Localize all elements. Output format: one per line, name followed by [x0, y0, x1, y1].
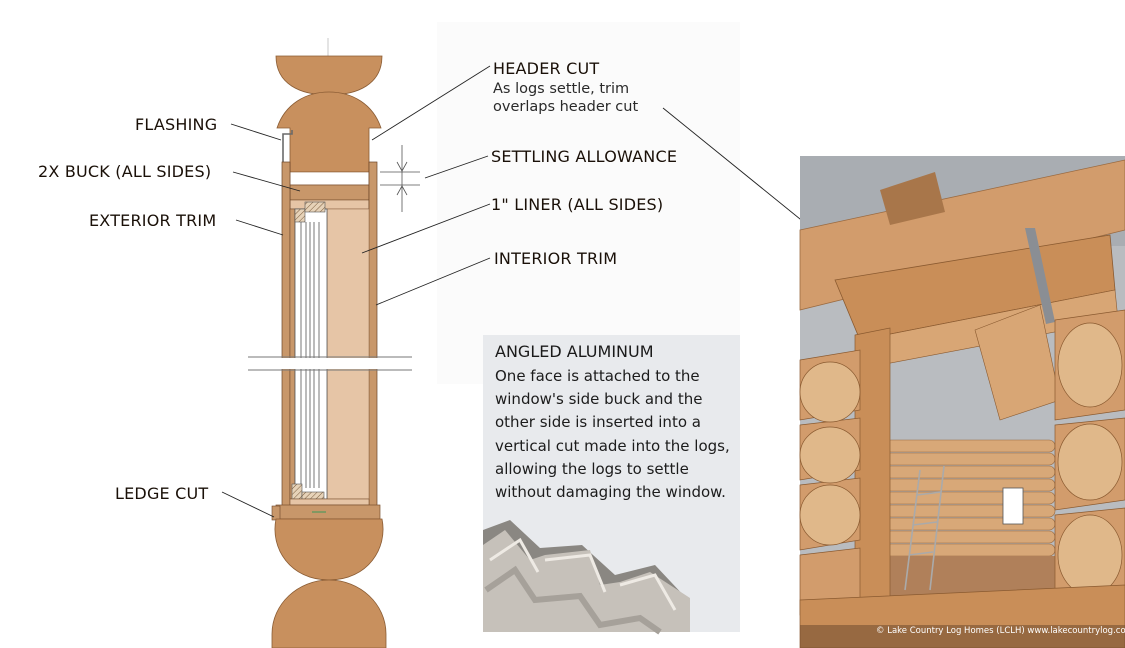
- label-exterior-trim: EXTERIOR TRIM: [89, 211, 217, 230]
- label-header-cut-note-1: As logs settle, trim: [493, 81, 630, 97]
- label-liner: 1" LINER (ALL SIDES): [491, 195, 664, 214]
- settling-gap: [289, 171, 370, 186]
- header-buck: [289, 184, 370, 201]
- aluminum-text-box: ANGLED ALUMINUM One face is attached to …: [483, 335, 740, 535]
- label-ledge-cut: LEDGE CUT: [115, 484, 209, 503]
- label-settling-allowance: SETTLING ALLOWANCE: [491, 147, 678, 166]
- label-panel: [437, 22, 740, 384]
- ledge-log: [274, 518, 384, 581]
- window-head-hatch: [294, 208, 306, 223]
- top-log: [275, 55, 383, 96]
- label-interior-trim: INTERIOR TRIM: [494, 249, 618, 268]
- liner: [326, 208, 370, 500]
- label-flashing: FLASHING: [135, 115, 218, 134]
- photo-credit: © Lake Country Log Homes (LCLH) www.lake…: [876, 626, 1125, 636]
- exterior-trim: [281, 161, 291, 519]
- label-header-cut: HEADER CUT: [493, 59, 600, 78]
- aluminum-title: ANGLED ALUMINUM: [495, 342, 654, 361]
- header-liner: [289, 199, 370, 210]
- aluminum-body: One face is attached to the window's sid…: [495, 367, 730, 502]
- bottom-log: [271, 579, 387, 648]
- window-frame: [294, 208, 328, 500]
- interior-trim: [368, 161, 378, 519]
- header-log: [276, 91, 382, 173]
- window-sill-hatch: [291, 483, 303, 500]
- flashing-strip: [282, 130, 293, 162]
- label-buck: 2X BUCK (ALL SIDES): [38, 162, 212, 181]
- sill-buck: [275, 504, 381, 520]
- buck-outer: [289, 208, 296, 500]
- aluminum-angle-image: [483, 335, 740, 635]
- sill-liner: [289, 498, 370, 506]
- log-home-photo: [799, 156, 1125, 648]
- label-header-cut-note-2: overlaps header cut: [493, 99, 639, 115]
